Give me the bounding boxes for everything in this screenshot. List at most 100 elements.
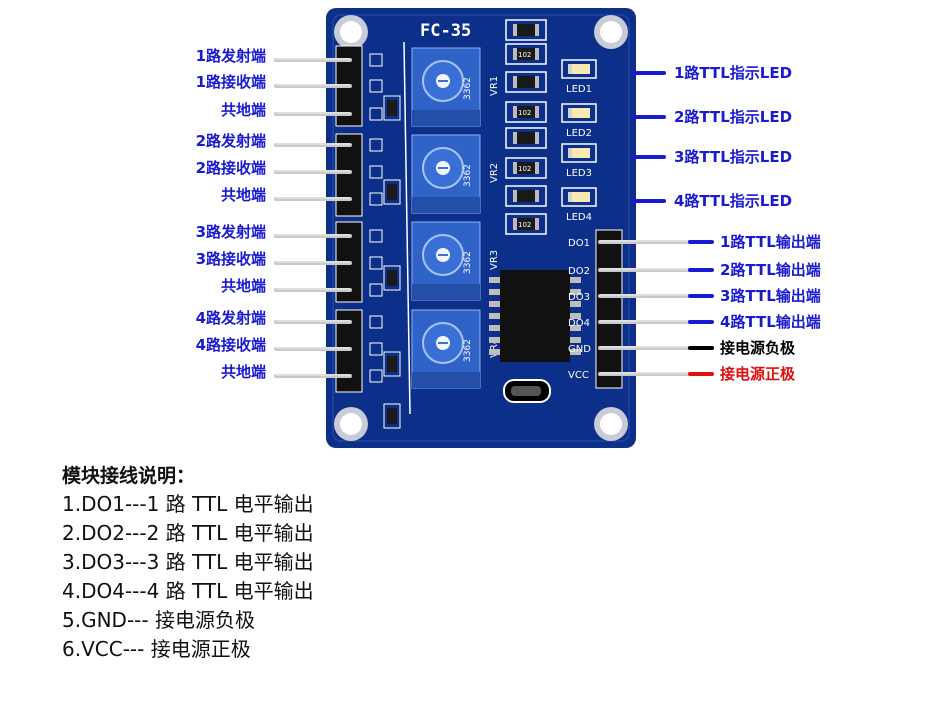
pad-outline [369,192,383,206]
input-pin-callout: 2路接收端 [195,159,266,177]
potentiometer-label: VR4 [489,338,500,358]
pad-outline [369,315,383,329]
resistor-cap [513,190,517,202]
resistor-outline [505,101,547,123]
ic-pin [570,277,581,283]
potentiometer: 3362 VR2 [411,134,500,214]
input-pin-callout: 共地端 [220,186,266,204]
resistor-cap [513,218,517,230]
input-pin-callout: 3路发射端 [195,223,266,241]
ic-pin [570,289,581,295]
pad-outline [369,256,383,270]
potentiometer-code: 3362 [463,251,473,274]
led-label: LED1 [566,84,592,95]
input-pin-callout: 1路接收端 [195,73,266,91]
resistor-cap [513,76,517,88]
description-line: 3.DO3---3 路 TTL 电平输出 [62,550,314,574]
resistor-outline [383,179,401,205]
pad-outline [369,229,383,243]
led-outline [561,59,597,79]
input-pin-callout: 共地端 [220,277,266,295]
ic-pin [489,349,500,355]
ic-pin [570,337,581,343]
potentiometer-code: 3362 [463,164,473,187]
description-title: 模块接线说明： [62,465,196,487]
resistor-outline [505,157,547,179]
resistor-outline [383,265,401,291]
smd-resistor [513,106,539,118]
resistor-outline [505,43,547,65]
pad-outline [369,283,383,297]
led-label: LED2 [566,128,592,139]
description-line: 2.DO2---2 路 TTL 电平输出 [62,521,314,545]
output-pin-callout: 4路TTL输出端 [720,313,821,331]
led [568,108,590,118]
led-cap [568,192,572,202]
pin-label: DO1 [568,238,590,249]
smd-resistor [513,76,539,88]
input-pin-callout: 3路接收端 [195,250,266,268]
smd-resistor [387,408,397,424]
smd-resistor [387,356,397,372]
resistor-outline [505,127,547,149]
comparator-ic [489,270,581,362]
ic-pin [489,325,500,331]
output-pin-callout: 3路TTL输出端 [720,287,821,305]
output-pin-callout: 1路TTL输出端 [720,233,821,251]
resistor-outline [383,351,401,377]
output-pin-callout: 2路TTL输出端 [720,261,821,279]
smd-resistor [513,48,539,60]
pad-outline [369,53,383,67]
ic-pin [489,313,500,319]
mounting-hole [594,407,628,441]
resistor-code: 102 [518,109,531,117]
pad-outline [369,342,383,356]
resistor-code: 102 [518,221,531,229]
pin-label: DO2 [568,266,590,277]
potentiometer-label: VR3 [489,250,500,270]
pin-label: VCC [568,370,589,381]
input-pin-callout: 共地端 [220,101,266,119]
led-cap [568,108,572,118]
input-pin-callout: 4路发射端 [195,309,266,327]
pad-outline [369,165,383,179]
smd-resistor [387,100,397,116]
input-pin-callout: 2路发射端 [195,132,266,150]
input-pin-callout: 4路接收端 [195,336,266,354]
resistor-cap [513,132,517,144]
mounting-hole [334,407,368,441]
ic-pin [570,349,581,355]
input-pin-callout: 1路发射端 [195,47,266,65]
ic-pin [489,301,500,307]
smd-resistor [513,24,539,36]
resistor-cap [513,48,517,60]
resistor-cap [513,106,517,118]
output-header-housing [595,229,623,389]
ic-pin [570,325,581,331]
resistor-cap [535,132,539,144]
led-label: LED4 [566,212,592,223]
resistor-cap [535,24,539,36]
smd-resistor [513,132,539,144]
resistor-code: 102 [518,165,531,173]
potentiometer-label: VR2 [489,163,500,183]
led-outline [561,143,597,163]
description-line: 4.DO4---4 路 TTL 电平输出 [62,579,314,603]
pin-label: GND [568,344,591,355]
ic-pin [489,289,500,295]
resistor-outline [383,95,401,121]
potentiometer-code: 3362 [463,77,473,100]
silk-line [403,41,411,415]
led-callout: 2路TTL指示LED [674,108,793,126]
potentiometer-label: VR1 [489,76,500,96]
output-pin-callout: 接电源正极 [720,365,796,383]
description-line: 1.DO1---1 路 TTL 电平输出 [62,492,314,516]
pin-label: DO3 [568,292,590,303]
led [568,64,590,74]
potentiometer-base [412,197,480,213]
potentiometer-base [412,284,480,300]
ic-pin [570,313,581,319]
potentiometer: 3362 VR1 [411,47,500,127]
